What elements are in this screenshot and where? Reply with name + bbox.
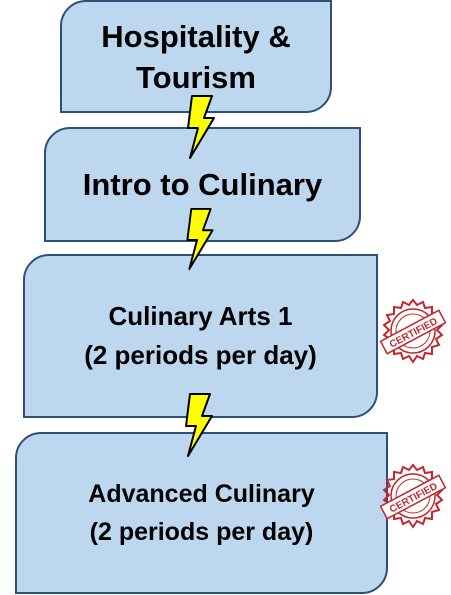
step-label: Intro to Culinary bbox=[82, 166, 323, 202]
step-culinary-arts-1: Culinary Arts 1 (2 periods per day) bbox=[23, 254, 378, 418]
lightning-bolt-icon bbox=[186, 207, 214, 271]
certified-stamp-icon: CERTIFIED bbox=[379, 298, 447, 364]
lightning-bolt-icon bbox=[187, 95, 215, 159]
lightning-bolt-icon bbox=[185, 393, 213, 457]
step-advanced-culinary: Advanced Culinary (2 periods per day) bbox=[15, 432, 388, 594]
step-hospitality-tourism: Hospitality & Tourism bbox=[60, 0, 332, 113]
step-label: Hospitality & Tourism bbox=[101, 18, 291, 95]
certified-stamp-icon: CERTIFIED bbox=[379, 463, 447, 529]
step-label: Advanced Culinary (2 periods per day) bbox=[88, 480, 315, 546]
step-label: Culinary Arts 1 (2 periods per day) bbox=[84, 301, 317, 370]
